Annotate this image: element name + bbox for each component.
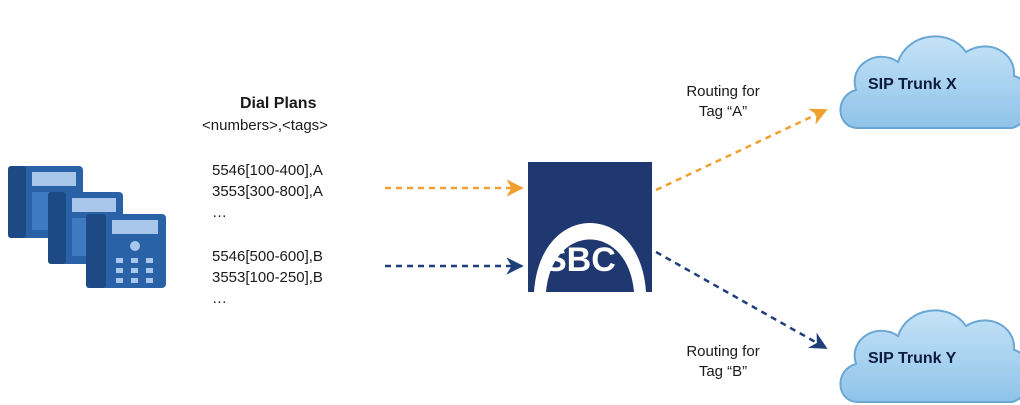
routing-b-line1: Routing for [686, 343, 760, 360]
arrow-sbc-to-trunk-y [655, 250, 828, 350]
cloud-icon [839, 309, 1020, 403]
dial-plans-title: Dial Plans [240, 95, 317, 112]
dial-plan-entry: 3553[300-800],A [212, 183, 323, 200]
dial-plan-ellipsis: … [212, 290, 227, 307]
sbc-device-icon [528, 162, 652, 292]
dial-plan-entry: 5546[500-600],B [212, 248, 323, 265]
routing-a-line2: Tag “A” [698, 103, 748, 120]
ip-phone-stack-icon [8, 166, 166, 288]
dial-plans-subtitle: <numbers>,<tags> [202, 117, 328, 134]
sbc-label: SBC [544, 241, 616, 279]
cloud-icon [839, 35, 1020, 129]
routing-a-line1: Routing for [686, 83, 760, 100]
arrow-sbc-to-trunk-x [655, 108, 828, 192]
dial-plan-ellipsis: … [212, 204, 227, 221]
dial-plan-entry: 5546[100-400],A [212, 162, 323, 179]
sip-trunk-y-label: SIP Trunk Y [868, 350, 957, 367]
dial-plan-entry: 3553[100-250],B [212, 269, 323, 286]
routing-b-line2: Tag “B” [698, 363, 748, 380]
sip-trunk-x-label: SIP Trunk X [868, 76, 957, 93]
